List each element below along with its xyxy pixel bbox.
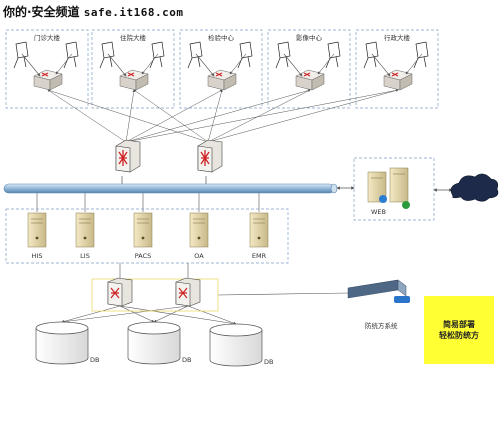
building-group: 行政大楼 [355, 29, 439, 109]
building-label: 行政大楼 [384, 33, 411, 42]
web-label: WEB [371, 208, 386, 216]
access-switch-icon [175, 277, 201, 307]
floor-switch-icon [33, 69, 63, 91]
core-switches [115, 139, 223, 173]
building-group: 住院大楼 [91, 29, 175, 109]
server-icon [133, 212, 153, 248]
client-terminal-icon [275, 41, 291, 69]
database-icon: DB [35, 321, 99, 365]
building-group: 影像中心 [267, 29, 351, 109]
client-terminal-icon [413, 41, 429, 69]
floor-switch-icon [119, 69, 149, 91]
web-server-group: WEB [353, 157, 435, 221]
building-label: 检验中心 [208, 33, 235, 42]
db-label: DB [90, 356, 99, 364]
anti-statistics-appliance: 防统方系统 [347, 279, 410, 330]
header-prefix: 你的·安全频道 [3, 5, 80, 19]
core-switch-icon [197, 139, 223, 173]
floor-switch-icon [383, 69, 413, 91]
client-terminal-icon [149, 41, 165, 69]
client-terminal-icon [13, 41, 29, 69]
db-label: DB [264, 358, 273, 366]
page-header: 你的·安全频道 safe.it168.com [3, 3, 183, 21]
server-label: HIS [32, 252, 43, 260]
server-icon [249, 212, 269, 248]
db-label: DB [182, 356, 191, 364]
client-terminal-icon [99, 41, 115, 69]
building-groups: 门诊大楼 住院大楼 检验中心 影像中心 行政大楼 [5, 29, 439, 109]
client-terminal-icon [325, 41, 341, 69]
client-terminal-icon [187, 41, 203, 69]
client-terminal-icon [237, 41, 253, 69]
database-group: DB DB DB [35, 321, 273, 367]
access-switch-icon [107, 277, 133, 307]
server-icon [75, 212, 95, 248]
building-group: 门诊大楼 [5, 29, 89, 109]
server-label: LIS [80, 252, 90, 260]
client-terminal-icon [363, 41, 379, 69]
building-label: 门诊大楼 [34, 33, 61, 42]
floor-switch-icon [295, 69, 325, 91]
connection-lines [21, 53, 453, 326]
database-icon: DB [209, 323, 273, 367]
internet-cloud-icon [450, 173, 499, 202]
server-label: PACS [135, 252, 152, 260]
floor-switch-icon [207, 69, 237, 91]
web-server-icon [367, 167, 410, 209]
building-label: 住院大楼 [120, 33, 147, 42]
server-group: HIS LIS PACS OA EMR [5, 208, 289, 264]
system-label: 防统方系统 [365, 321, 398, 330]
header-site: safe.it168.com [83, 6, 184, 19]
network-backbone [3, 183, 338, 194]
callout-box: 简易部署 轻松防统方 [424, 296, 494, 364]
access-switch-group [91, 278, 219, 312]
server-icon [189, 212, 209, 248]
server-icon [27, 212, 47, 248]
access-switches [107, 277, 201, 307]
server-label: OA [194, 252, 204, 260]
core-switch-icon [115, 139, 141, 173]
server-label: EMR [252, 252, 267, 260]
database-icon: DB [127, 321, 191, 365]
building-label: 影像中心 [296, 33, 323, 42]
building-group: 检验中心 [179, 29, 263, 109]
callout-text: 简易部署 轻松防统方 [439, 320, 479, 340]
